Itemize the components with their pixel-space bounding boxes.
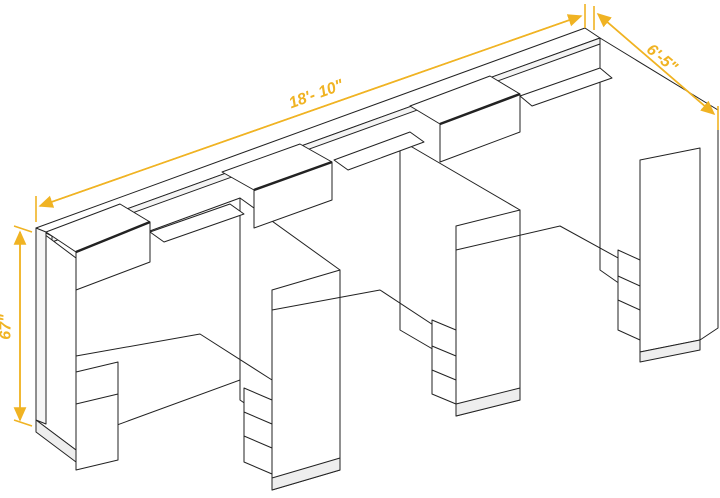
height-dimension-label: 67" (0, 314, 15, 340)
